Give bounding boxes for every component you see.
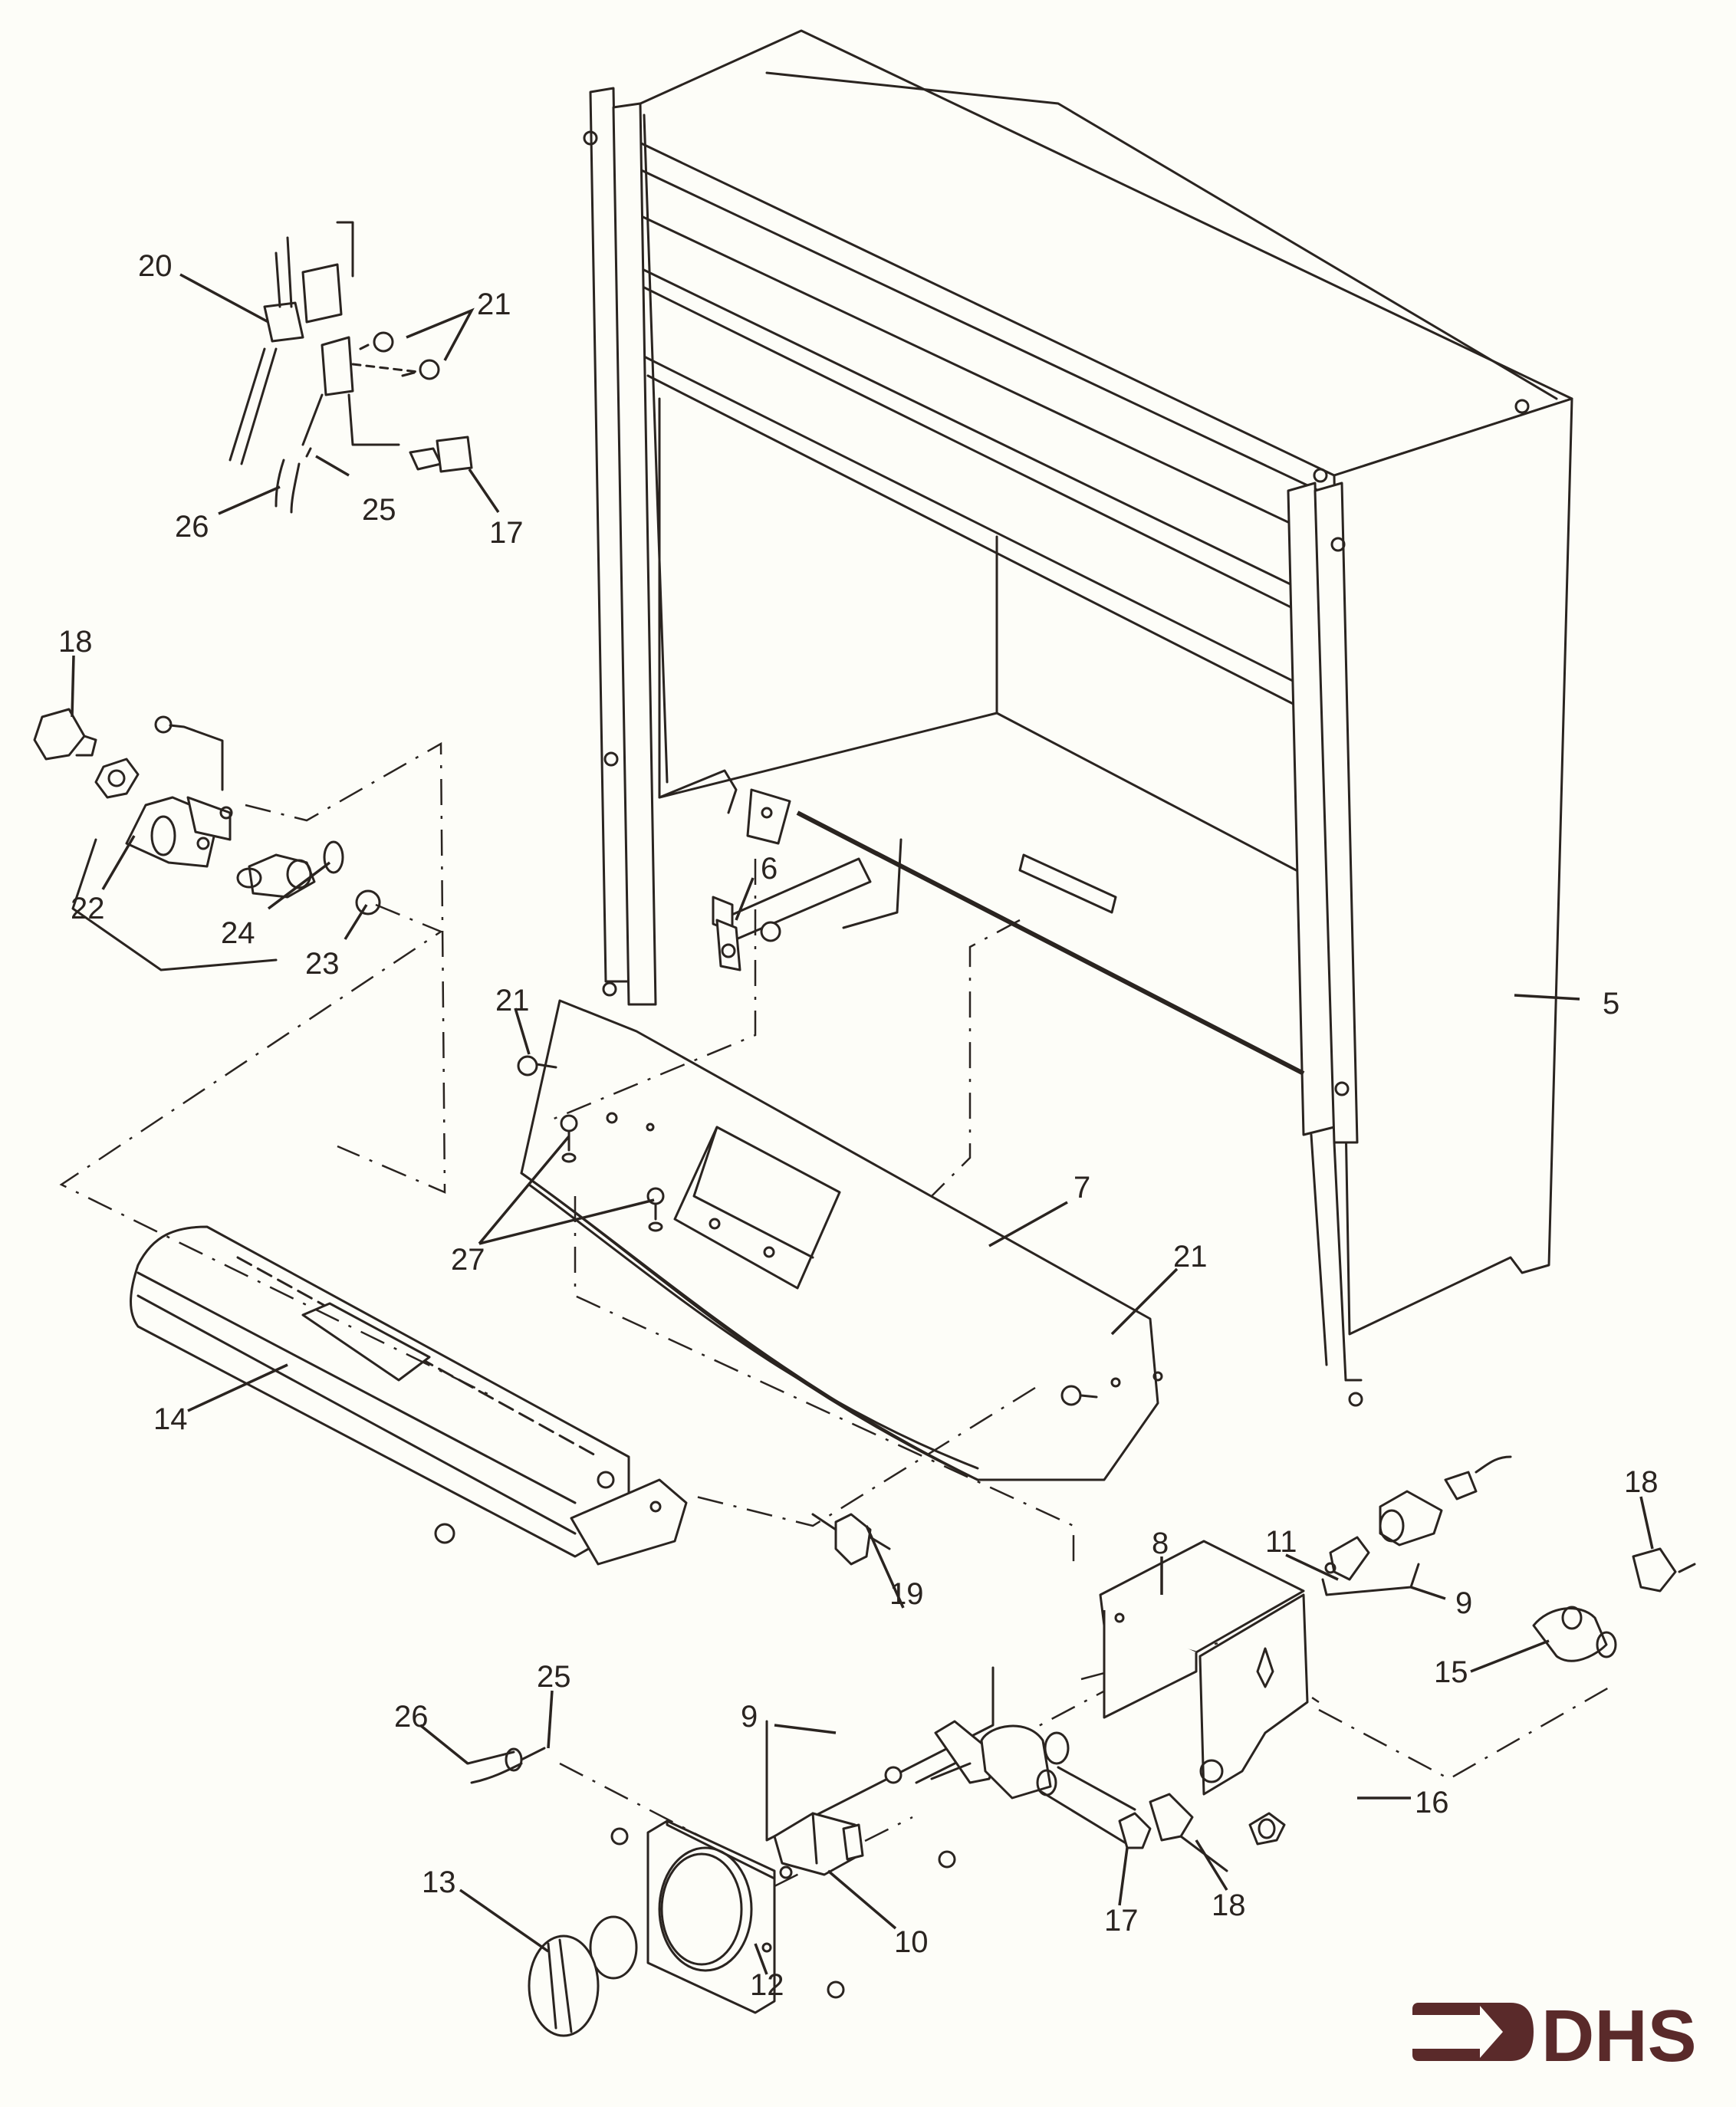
label-18-right: 18 — [1624, 1465, 1659, 1499]
label-23: 23 — [305, 947, 340, 981]
label-17-bottom: 17 — [1104, 1904, 1139, 1938]
label-6: 6 — [761, 852, 778, 886]
burner-shield-part-7 — [520, 999, 1163, 1481]
label-8: 8 — [1152, 1527, 1169, 1560]
logo-text: DHS — [1541, 1995, 1697, 2070]
label-26-top: 26 — [175, 510, 209, 544]
orifice-fittings — [1248, 1455, 1696, 1846]
label-25-bottom: 25 — [537, 1660, 571, 1694]
inlet-bracket-part-22 — [33, 708, 381, 971]
valve-bracket-part-8 — [1099, 1540, 1309, 1796]
screws-part-21 — [359, 331, 1098, 1544]
label-19: 19 — [889, 1577, 924, 1611]
label-14: 14 — [153, 1402, 188, 1436]
label-27: 27 — [451, 1243, 485, 1277]
label-24: 24 — [221, 916, 255, 950]
label-12: 12 — [750, 1968, 784, 2002]
igniter-wire-lower — [466, 1747, 546, 1784]
leader-lines — [71, 273, 1654, 1975]
control-bezel-part-12 — [610, 1819, 845, 2014]
burner-tube-part-14 — [130, 1225, 688, 1566]
label-15: 15 — [1434, 1655, 1468, 1689]
pilot-assembly-part-20 — [229, 221, 473, 514]
label-9-right: 9 — [1455, 1586, 1472, 1620]
rivets-part-27 — [560, 1114, 665, 1232]
label-10: 10 — [894, 1925, 929, 1959]
dhs-logo: DHS — [1412, 1995, 1697, 2070]
label-18-left: 18 — [58, 625, 93, 659]
label-9-left: 9 — [741, 1700, 758, 1734]
label-11: 11 — [1265, 1525, 1297, 1559]
label-5: 5 — [1603, 987, 1619, 1021]
valve-assembly-part-9 — [765, 1513, 1228, 1872]
label-25-top: 25 — [362, 493, 396, 527]
label-20: 20 — [138, 249, 173, 283]
label-21-mid: 21 — [495, 984, 530, 1017]
piezo-igniter-part-10 — [773, 1812, 864, 1879]
label-7: 7 — [1073, 1171, 1090, 1205]
label-16: 16 — [1415, 1786, 1449, 1819]
part-labels: 20 21 26 25 17 18 22 24 23 6 21 27 7 21 … — [58, 249, 1659, 2002]
label-21-right: 21 — [1173, 1240, 1208, 1274]
label-17-top: 17 — [489, 516, 524, 550]
control-knob-part-13 — [528, 1915, 638, 2037]
label-13: 13 — [422, 1865, 456, 1899]
arrow-bracket-icon — [1412, 2003, 1534, 2061]
firebox-part-5 — [583, 29, 1573, 1407]
clip-part-6 — [712, 896, 741, 971]
label-18-bottom: 18 — [1212, 1888, 1246, 1922]
label-21-top: 21 — [477, 288, 511, 321]
label-22: 22 — [71, 892, 105, 925]
label-26-bottom: 26 — [394, 1700, 429, 1734]
